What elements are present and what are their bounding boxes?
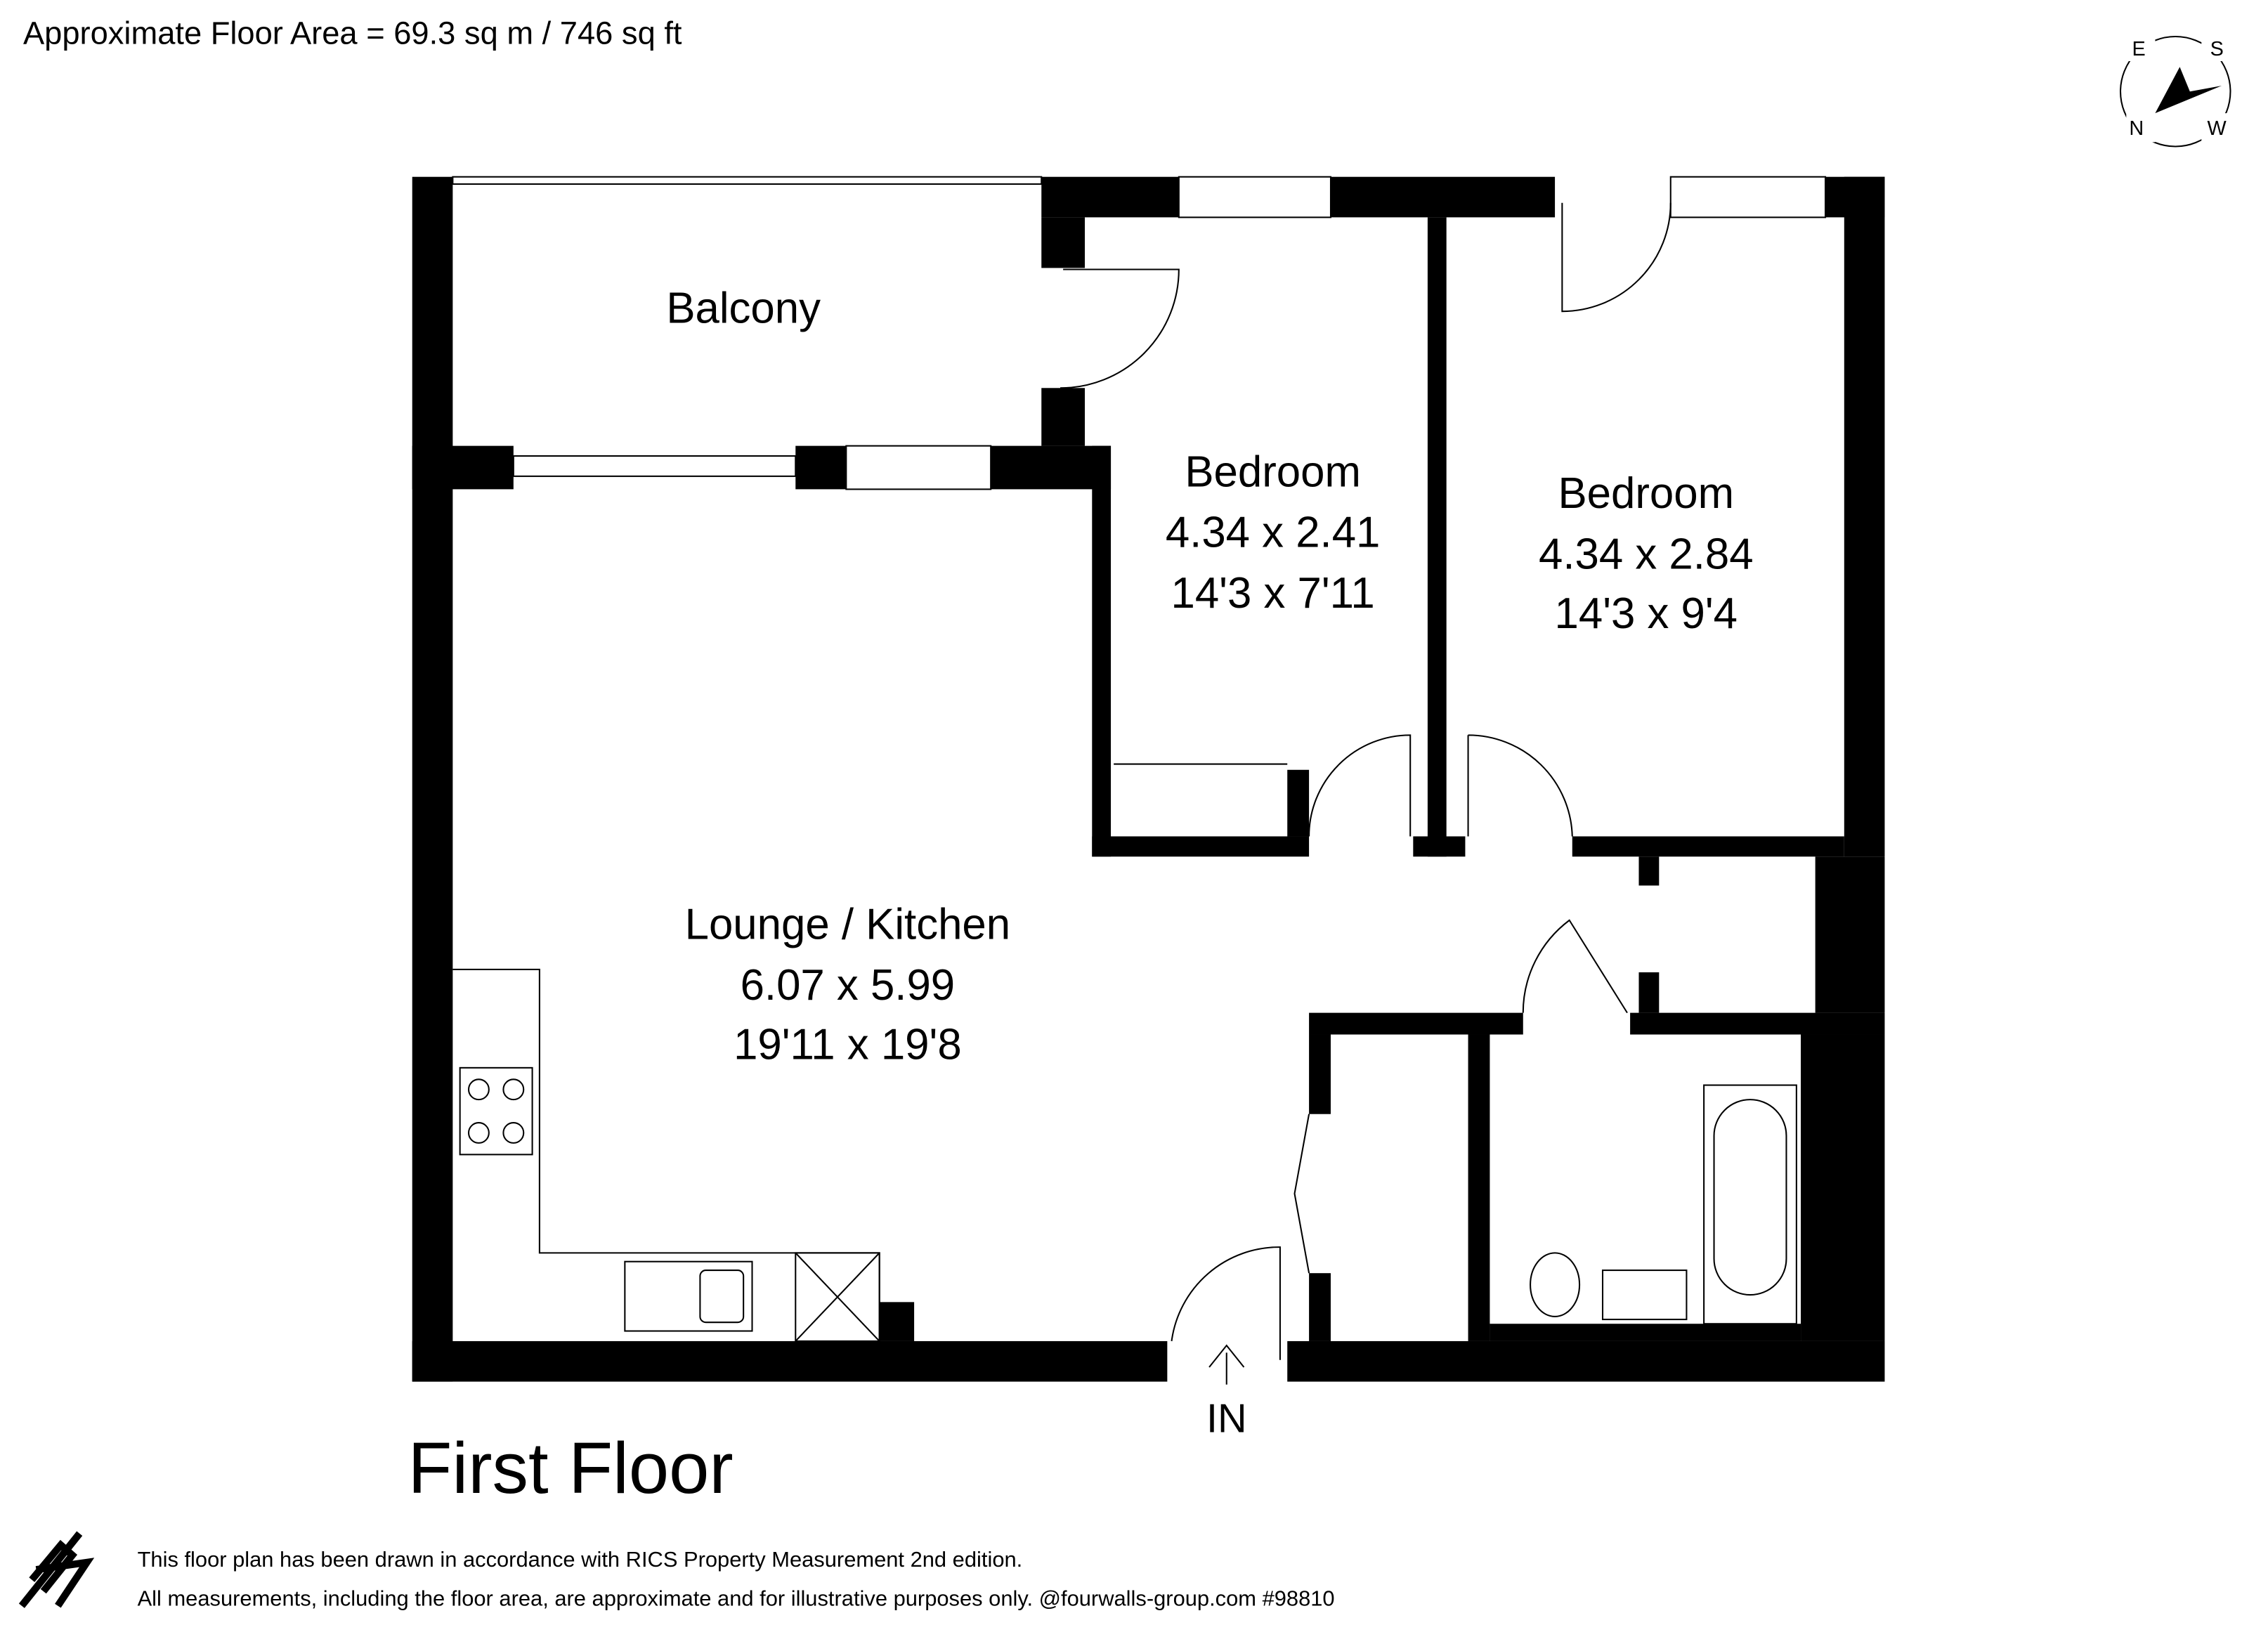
kitchen-fittings [452,968,1797,1342]
fourwalls-logo [18,1531,95,1608]
footer-line-2: All measurements, including the floor ar… [138,1586,1335,1611]
toilet-icon [1530,1252,1581,1317]
floor-title: First Floor [408,1428,734,1508]
compass-s: S [2210,38,2224,60]
hob-icon [459,1066,533,1156]
room-lounge-imperial: 19'11 x 19'8 [734,1021,962,1069]
entrance-label: IN [1206,1397,1247,1442]
bath-icon [1703,1084,1797,1325]
room-balcony: Balcony [666,285,821,333]
room-bedroom1-imperial: 14'3 x 7'11 [1171,569,1375,618]
doors [1060,202,1671,1360]
compass-e: E [2132,38,2145,60]
room-labels: Balcony Bedroom 4.34 x 2.41 14'3 x 7'11 … [666,285,1753,1069]
compass-n: N [2129,117,2144,140]
compass: E S N W [2119,32,2231,148]
room-bedroom2-metric: 4.34 x 2.84 [1539,530,1754,579]
basin-icon [1601,1270,1688,1321]
entrance-arrow-icon [1208,1344,1245,1385]
compass-w: W [2208,117,2227,140]
room-bedroom2-imperial: 14'3 x 9'4 [1555,589,1738,638]
room-bedroom1-name: Bedroom [1185,448,1361,496]
room-lounge-metric: 6.07 x 5.99 [741,961,956,1010]
room-bedroom1-metric: 4.34 x 2.41 [1166,509,1381,557]
footer-line-1: This floor plan has been drawn in accord… [138,1547,1023,1572]
room-bedroom2-name: Bedroom [1558,469,1734,518]
floor-area-label: Approximate Floor Area = 69.3 sq m / 746… [23,15,682,51]
walls [412,176,1885,1382]
compass-arrow-icon [2155,67,2222,114]
room-lounge-name: Lounge / Kitchen [685,901,1011,949]
sink-icon [624,1260,753,1332]
